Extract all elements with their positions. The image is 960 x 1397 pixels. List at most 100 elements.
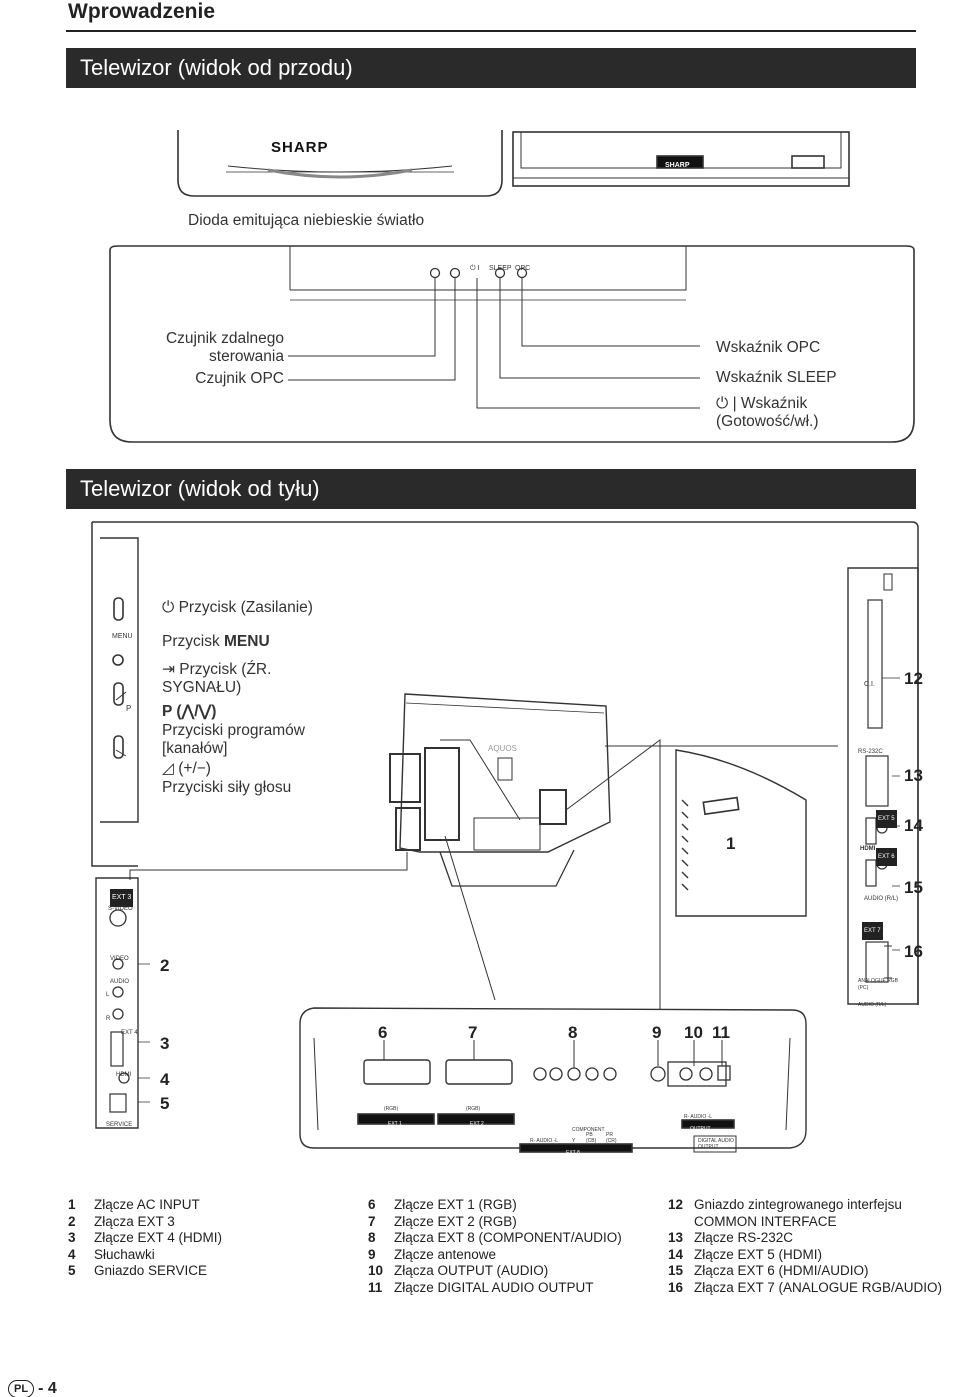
front-logo-closeup — [177, 130, 503, 197]
right-connector-panel — [847, 567, 919, 1005]
ext8-tag: EXT 8 — [566, 1150, 580, 1156]
callout-3: 3 — [160, 1034, 170, 1053]
pr-tag: PR (CR) — [606, 1132, 617, 1144]
volume-symbol-label: ◿ (+/−) — [162, 760, 211, 777]
front-tv-small — [512, 131, 850, 187]
audio-l-tag: L — [106, 992, 110, 998]
power-indicator-label: ⏻ | Wskaźnik (Gotowość/wł.) — [716, 395, 819, 430]
led-label: Dioda emitująca niebieskie światło — [188, 212, 425, 229]
opc-sensor-label: Czujnik OPC — [195, 370, 284, 387]
rgb2-tag: (RGB) — [466, 1106, 481, 1112]
indicator-opc-tiny: OPC — [515, 265, 531, 272]
side-button-strip — [100, 537, 139, 823]
page-footer: PL - 4 — [8, 1380, 57, 1397]
video-tag: VIDEO — [110, 956, 129, 962]
tv-rear — [399, 693, 611, 853]
opc-indicator-label: Wskaźnik OPC — [716, 339, 821, 356]
hdmi5-tag: HDMI — [860, 846, 876, 852]
callout-14: 14 — [904, 816, 923, 835]
side-panel — [95, 877, 139, 1129]
volume-buttons-label: Przyciski siły głosu — [162, 779, 292, 796]
service-tag: SERVICE — [106, 1122, 133, 1128]
section-front-title: Telewizor (widok od przodu) — [66, 48, 916, 88]
callout-5: 5 — [160, 1094, 170, 1113]
audio-rl2-tag: AUDIO (R/L) — [858, 1002, 887, 1008]
ext7-tag: EXT 7 — [862, 922, 883, 940]
ext3-tag: EXT 3 — [110, 889, 134, 907]
callout-12: 12 — [904, 669, 923, 688]
ci-tag: C.I. — [864, 681, 875, 688]
callout-16: 16 — [904, 942, 923, 961]
r-audio-l2-tag: R- AUDIO -L — [684, 1114, 713, 1120]
audio-tag: AUDIO — [110, 979, 130, 985]
callout-7: 7 — [468, 1023, 478, 1042]
callout-1: 1 — [726, 834, 736, 853]
ac-input-closeup — [675, 749, 807, 917]
menu-button-label: Przycisk MENU — [162, 633, 270, 650]
channel-buttons-label: Przyciski programów [kanałów] — [162, 722, 305, 757]
callout-9: 9 — [652, 1023, 662, 1042]
ext5-tag: EXT 5 — [876, 810, 897, 828]
y-tag: Y — [572, 1138, 576, 1144]
callout-13: 13 — [904, 766, 923, 785]
callout-4: 4 — [160, 1070, 170, 1089]
power-button-label: ⏻ Przycisk (Zasilanie) — [162, 599, 313, 616]
rgb1-tag: (RGB) — [384, 1106, 399, 1112]
remote-sensor-label: Czujnik zdalnego sterowania — [165, 330, 284, 365]
sleep-indicator-label: Wskaźnik SLEEP — [716, 369, 837, 386]
digital-tag: DIGITAL AUDIO OUTPUT — [698, 1138, 734, 1150]
sharp-logo-small: SHARP — [665, 162, 690, 169]
channel-p-label: P (⋀/⋁) — [162, 703, 217, 720]
ext4-tag: EXT 4 — [121, 1030, 138, 1036]
indicator-sleep-tiny: SLEEP — [489, 265, 512, 272]
page-header: Wprowadzenie — [68, 0, 216, 23]
svideo-tag: S-VIDEO — [108, 906, 133, 912]
p-tiny-label: P — [126, 704, 132, 713]
audio-rl-tag: AUDIO (R/L) — [864, 896, 899, 902]
ext1-tag: EXT 1 — [388, 1121, 402, 1127]
callout-6: 6 — [378, 1023, 388, 1042]
output-tag: OUTPUT — [690, 1126, 711, 1132]
legend-item: COMMON INTERFACE — [694, 1213, 837, 1229]
indicator-power-tiny: ⏻ I — [470, 265, 480, 272]
front-indicator-closeup — [109, 245, 915, 443]
analogue-tag: ANALOGUE RGB (PC) — [858, 978, 899, 991]
callout-11: 11 — [712, 1023, 730, 1042]
input-button-label: ⇥ Przycisk (ŹR. SYGNAŁU) — [162, 661, 272, 696]
page-number: - 4 — [38, 1380, 57, 1397]
r-audio-l-tag: R- AUDIO -L — [530, 1138, 559, 1144]
pb-tag: PB (CB) — [586, 1132, 597, 1144]
callout-15: 15 — [904, 878, 923, 897]
ext6-tag: EXT 6 — [876, 848, 897, 866]
tv-brand: AQUOS — [488, 744, 517, 753]
ext2-tag: EXT 2 — [470, 1121, 484, 1127]
menu-tiny-label: MENU — [112, 633, 133, 640]
callout-2: 2 — [160, 956, 170, 975]
rs232c-tag: RS-232C — [858, 749, 883, 755]
sharp-logo: SHARP — [271, 139, 329, 156]
audio-r-tag: R — [106, 1016, 111, 1022]
back-main-frame — [92, 521, 919, 1005]
callout-10: 10 — [684, 1023, 703, 1042]
bottom-connector-panel — [299, 1007, 807, 1149]
component-tag: COMPONENT — [572, 1127, 605, 1133]
hdmi-tag: HDMI — [116, 1072, 132, 1078]
